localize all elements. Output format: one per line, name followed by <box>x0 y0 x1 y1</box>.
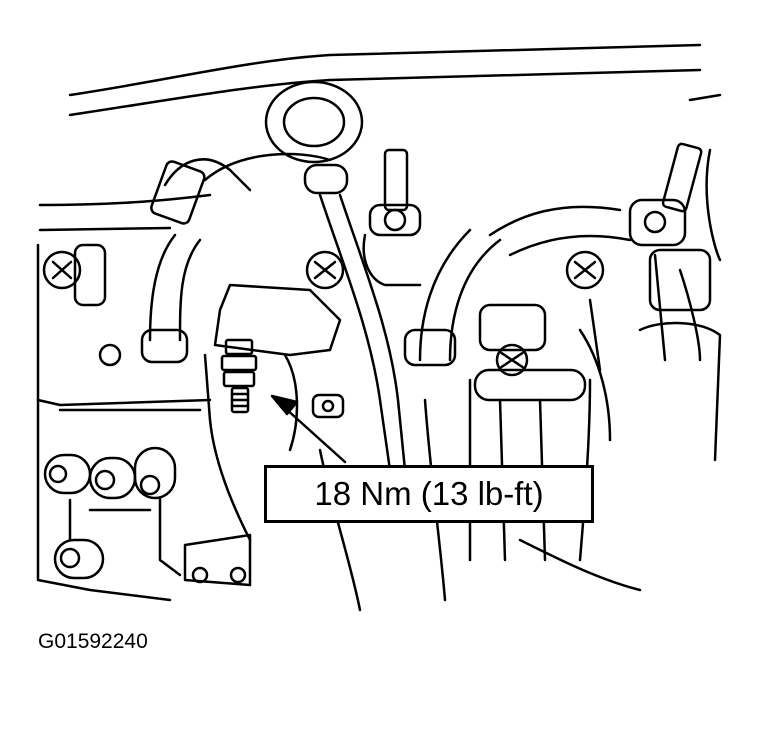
torque-bolt <box>222 340 256 412</box>
small-hex <box>313 395 343 417</box>
lower-passages <box>45 448 250 585</box>
right-sensor <box>630 143 720 360</box>
torque-callout: 18 Nm (13 lb-ft) <box>264 465 594 523</box>
spark-plug-wire-right <box>405 207 630 365</box>
upper-cover-lines <box>40 45 720 230</box>
spark-plug-wire-left <box>142 154 330 362</box>
arrow-icon <box>272 396 345 462</box>
engine-block-left <box>38 245 210 600</box>
head-bolts <box>307 252 603 288</box>
dipstick <box>266 82 405 470</box>
mounting-bracket <box>205 285 340 540</box>
center-sensor <box>364 150 420 285</box>
figure-id: G01592240 <box>38 630 148 653</box>
torque-label: 18 Nm (13 lb-ft) <box>314 475 544 512</box>
